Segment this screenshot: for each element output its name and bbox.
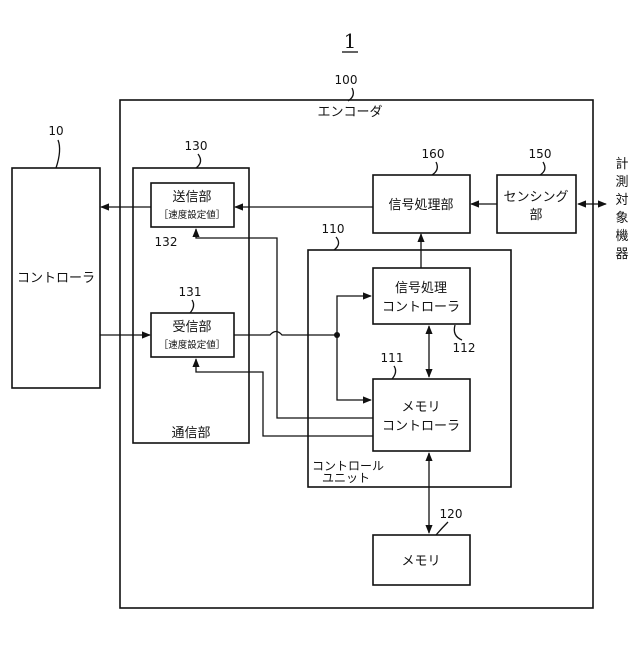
mem-ctrl-ref: 111 [381, 351, 404, 365]
sensing-ref: 150 [529, 147, 552, 161]
external-controller-ref: 10 [48, 124, 63, 138]
receiver-ref: 131 [179, 285, 202, 299]
mem-ctrl-label-2: コントローラ [382, 419, 460, 434]
mem-ctrl-box [373, 379, 470, 451]
sig-ctrl-ref: 112 [453, 341, 476, 355]
sig-ctrl-label-1: 信号処理 [395, 281, 447, 296]
memory-label: メモリ [401, 554, 440, 569]
instrument-label: 計 測 対 象 機 器 [615, 156, 628, 262]
receiver-sublabel: ［速度設定値］ [159, 339, 226, 351]
sender-sublabel: ［速度設定値］ [159, 209, 226, 221]
svg-text:象: 象 [615, 211, 628, 226]
svg-text:器: 器 [615, 247, 628, 262]
svg-text:計: 計 [615, 156, 628, 172]
svg-text:機: 機 [615, 229, 628, 244]
sig-ctrl-box [373, 268, 470, 324]
signal-proc-label: 信号処理部 [388, 198, 453, 213]
signal-proc-ref: 160 [422, 147, 445, 161]
external-controller-leader [56, 140, 60, 168]
control-unit-label-2: ユニット [322, 471, 370, 485]
external-controller-label: コントローラ [17, 271, 95, 286]
figure-number: 1 [344, 29, 357, 53]
encoder-label: エンコーダ [317, 105, 382, 120]
encoder-ref: 100 [335, 73, 358, 87]
receiver-label: 受信部 [172, 320, 211, 335]
sensing-label-1: センシング [503, 190, 568, 205]
memory-ref: 120 [440, 507, 463, 521]
comm-unit-ref: 130 [185, 139, 208, 153]
sender-label: 送信部 [172, 190, 211, 205]
mem-ctrl-label-1: メモリ [401, 400, 440, 415]
sig-ctrl-label-2: コントローラ [382, 300, 460, 315]
svg-text:対: 対 [615, 193, 628, 208]
sensing-label-2: 部 [529, 208, 542, 223]
comm-unit-label: 通信部 [171, 426, 210, 441]
svg-text:測: 測 [615, 175, 628, 190]
encoder-leader [348, 88, 353, 101]
control-unit-ref: 110 [322, 222, 345, 236]
sender-ref: 132 [155, 235, 178, 249]
